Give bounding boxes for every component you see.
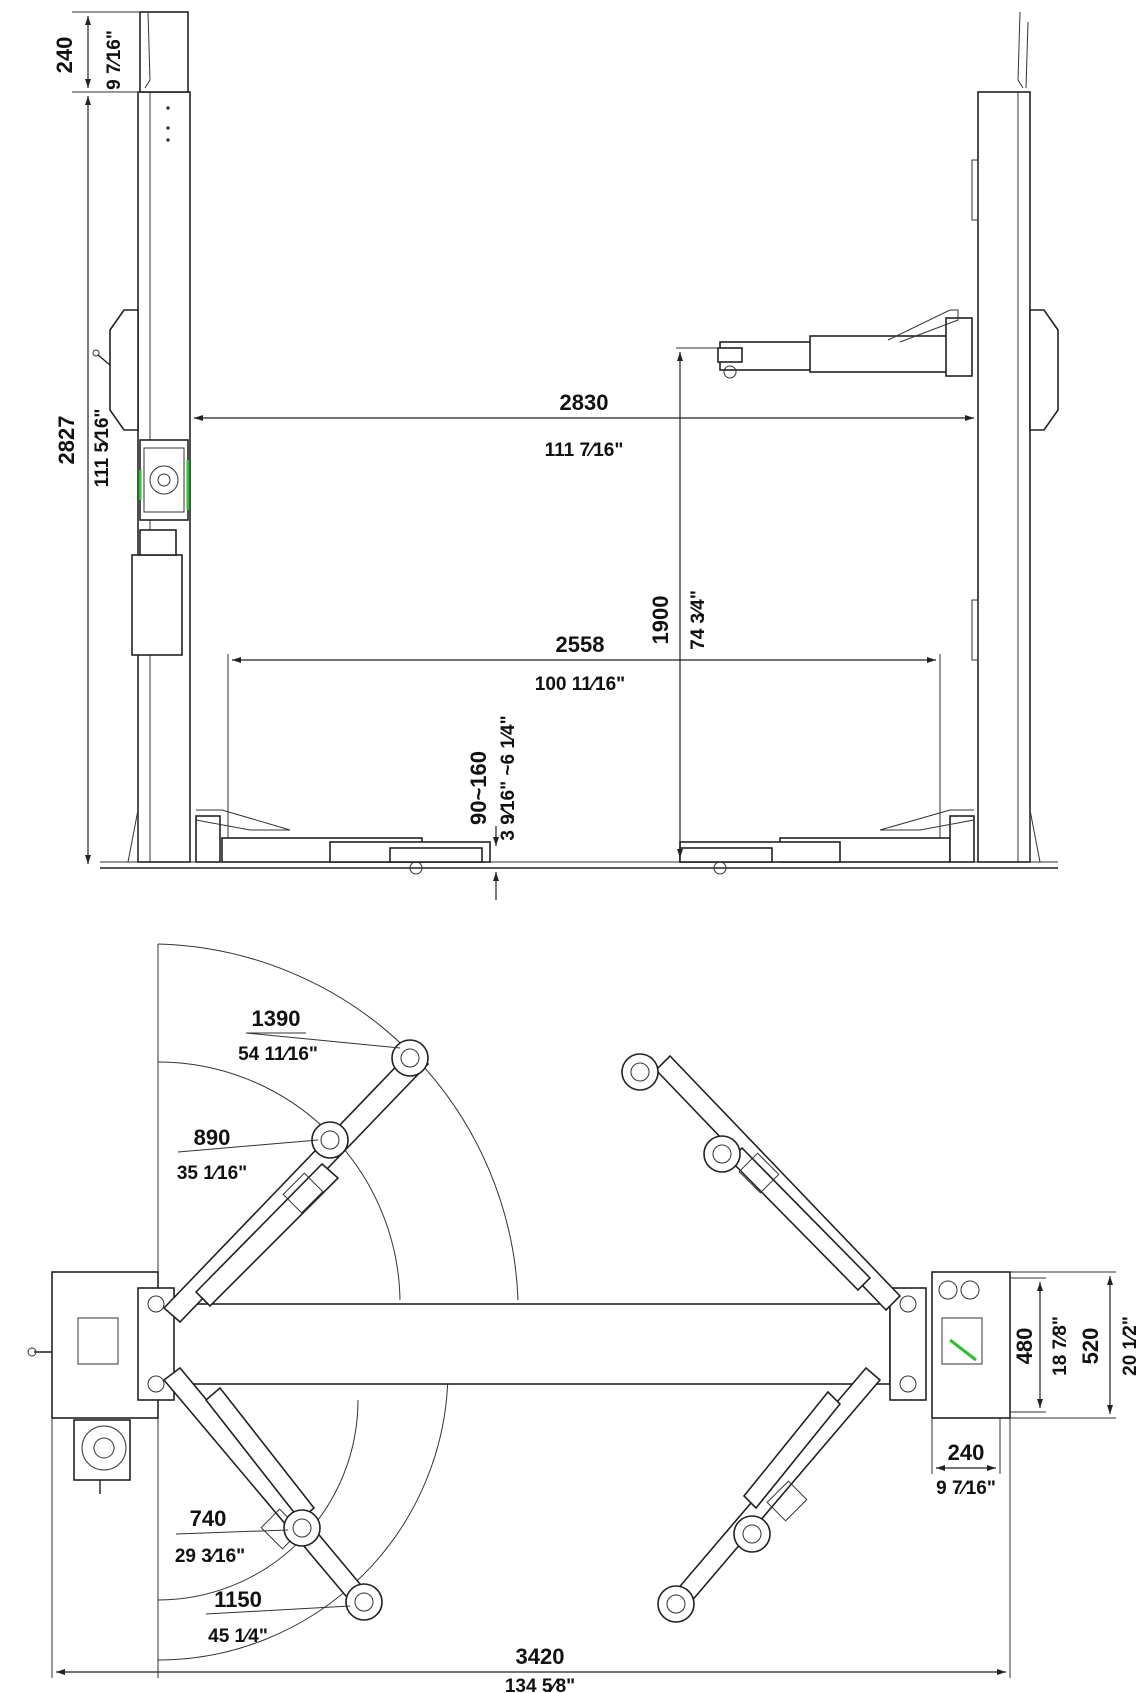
dim-overall-width-mm: 3420 — [516, 1644, 565, 1669]
front-view: 240 9 7⁄16" 2827 111 5⁄16" 2830 111 7⁄16… — [52, 11, 1059, 900]
pump-motor — [73, 1419, 131, 1494]
dim-column-520: 520 20 1⁄2" — [1010, 1271, 1141, 1419]
arm-pads — [283, 1039, 771, 1623]
top-view: 1390 54 11⁄16" 890 35 1⁄16" 740 29 3⁄16"… — [27, 943, 1141, 1693]
dim-arm-short-min-mm: 740 — [190, 1506, 227, 1531]
dim-arm-long-max: 1390 54 11⁄16" — [238, 1006, 401, 1065]
lift-arms — [162, 1039, 902, 1623]
dim-width-between-posts: 2830 111 7⁄16" — [194, 390, 974, 461]
dim-arm-long-min-in: 35 1⁄16" — [177, 1163, 247, 1184]
dim-arm-short-max: 1150 45 1⁄4" — [205, 1587, 351, 1647]
dim-arm-short-min-in: 29 3⁄16" — [175, 1546, 245, 1567]
dim-overall-width-in: 134 5⁄8" — [505, 1676, 575, 1693]
dim-width-between-posts-mm: 2830 — [560, 390, 609, 415]
left-post — [92, 11, 191, 863]
dim-arm-long-max-mm: 1390 — [252, 1006, 301, 1031]
dim-pad-height-mm: 90~160 — [466, 751, 491, 825]
dim-pad-height: 90~160 3 9⁄16" ~6 1⁄4" — [466, 715, 519, 900]
dim-post-depth: 240 9 7⁄16" — [931, 1418, 1001, 1499]
dim-arm-short-min: 740 29 3⁄16" — [175, 1506, 289, 1567]
dim-column-480-in: 18 7⁄8" — [1050, 1316, 1071, 1376]
dim-drive-through: 2558 100 11⁄16" — [227, 632, 941, 838]
dim-drive-through-mm: 2558 — [556, 632, 605, 657]
overhead-beam — [169, 1303, 891, 1385]
dim-overall-height-mm: 2827 — [54, 416, 79, 465]
dim-column-520-in: 20 1⁄2" — [1120, 1316, 1141, 1376]
left-column-base — [27, 1271, 175, 1494]
right-column-base — [889, 1271, 1011, 1419]
lower-right-arm — [679, 809, 975, 875]
dim-overall-width: 3420 134 5⁄8" — [56, 1644, 1006, 1693]
dim-column-480: 480 18 7⁄8" — [1010, 1277, 1071, 1413]
right-post — [971, 11, 1059, 863]
upper-lift-arm — [717, 309, 973, 379]
dim-overall-height-in: 111 5⁄16" — [92, 409, 113, 488]
dim-drive-through-in: 100 11⁄16" — [535, 674, 625, 695]
dim-pad-height-in: 3 9⁄16" ~6 1⁄4" — [498, 715, 519, 840]
dim-column-520-mm: 520 — [1078, 1328, 1103, 1365]
lower-left-arm — [195, 809, 491, 875]
dim-width-between-posts-in: 111 7⁄16" — [545, 440, 624, 461]
dim-top-offset-in: 9 7⁄16" — [104, 30, 125, 90]
dim-post-depth-in: 9 7⁄16" — [936, 1478, 996, 1499]
dim-arm-long-min: 890 35 1⁄16" — [177, 1125, 319, 1184]
dim-arm-short-max-in: 45 1⁄4" — [208, 1626, 268, 1647]
dim-column-480-mm: 480 — [1012, 1328, 1037, 1365]
dim-post-depth-mm: 240 — [948, 1440, 985, 1465]
dim-clearance-height-mm: 1900 — [648, 596, 673, 645]
motor-unit — [138, 439, 190, 521]
dim-clearance-height: 1900 74 3⁄4" — [648, 347, 720, 858]
dim-arm-short-max-mm: 1150 — [214, 1587, 262, 1612]
dim-arm-long-min-mm: 890 — [194, 1125, 231, 1150]
dim-top-offset: 240 9 7⁄16" — [52, 11, 140, 93]
dim-clearance-height-in: 74 3⁄4" — [688, 590, 709, 650]
dim-arm-long-max-in: 54 11⁄16" — [238, 1044, 318, 1065]
dim-overall-height: 2827 111 5⁄16" — [54, 96, 113, 864]
dim-top-offset-mm: 240 — [52, 37, 77, 74]
